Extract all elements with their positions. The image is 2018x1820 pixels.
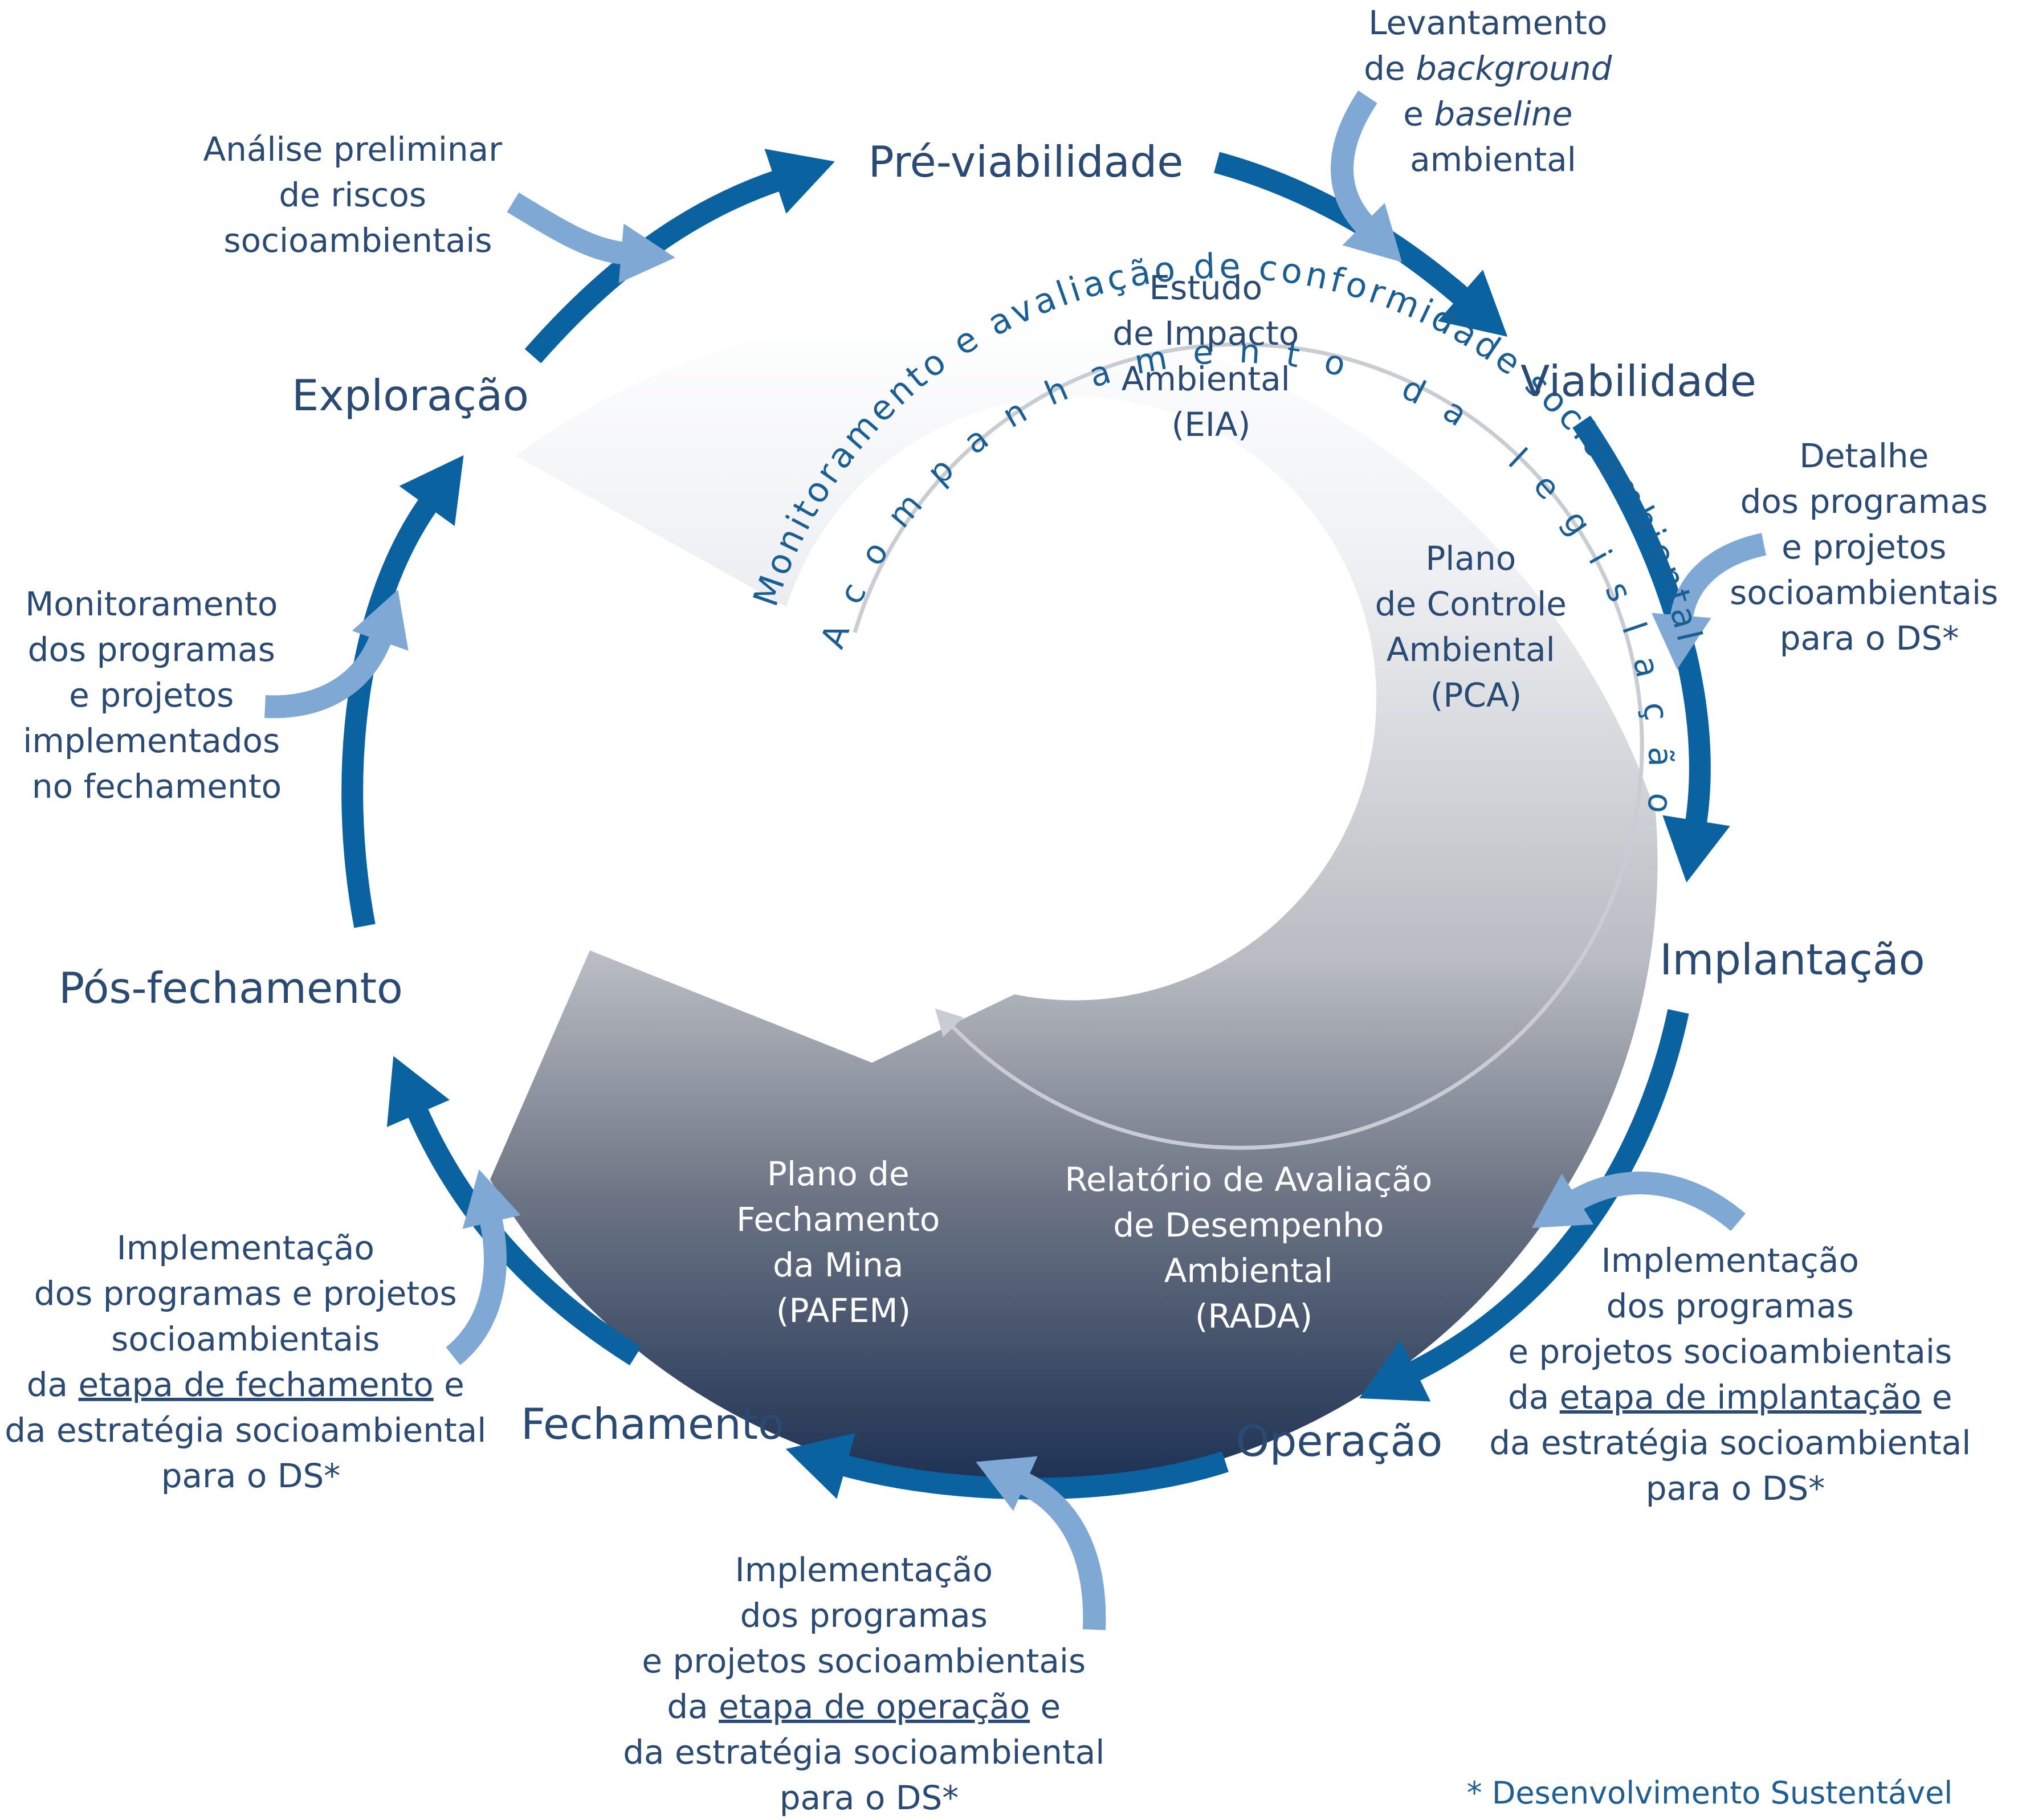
stage-exploracao: Exploração <box>292 370 529 421</box>
stage-fechamento: Fechamento <box>521 1399 784 1449</box>
stage-implantacao: Implantação <box>1660 935 1925 985</box>
doc-pafem: Plano de Fechamento da Mina (PAFEM) <box>736 1154 951 1330</box>
stage-viabilidade: Viabilidade <box>1520 356 1756 406</box>
input-arrow-monitoramento <box>264 589 409 719</box>
note-detalhe: Detalhe dos programas e projetos socioam… <box>1730 436 2009 658</box>
input-arrow-impl-operacao <box>976 1456 1106 1630</box>
input-arrow-impl-implantacao <box>1531 1172 1746 1231</box>
stage-operacao: Operação <box>1236 1416 1443 1466</box>
note-monitoramento: Monitoramento dos programas e projetos i… <box>23 585 290 806</box>
input-arrow-analise <box>507 192 675 283</box>
arrow-implantacao-to-operacao <box>1359 1009 1689 1402</box>
footnote: * Desenvolvimento Sustentável <box>1467 1775 1953 1811</box>
note-impl-operacao: Implementação dos programas e projetos s… <box>623 1550 1115 1817</box>
doc-pca: Plano de Controle Ambiental (PCA) <box>1375 539 1577 715</box>
input-arrow-levantamento <box>1331 90 1403 263</box>
gradient-band <box>490 312 1658 1489</box>
input-arrows <box>264 90 1767 1630</box>
input-arrow-impl-fechamento <box>446 1169 521 1365</box>
stage-pre-viabilidade: Pré-viabilidade <box>869 137 1184 187</box>
arrow-exploracao-to-pre-viabilidade <box>524 149 835 364</box>
stage-pos-fechamento: Pós-fechamento <box>59 963 403 1013</box>
doc-eia: Estudo de Impacto Ambiental (EIA) <box>1112 268 1309 444</box>
note-analise: Análise preliminar de riscos socioambien… <box>203 130 512 260</box>
input-arrow-detalhe <box>1652 533 1767 670</box>
note-impl-implantacao: Implementação dos programas e projetos s… <box>1489 1241 1982 1508</box>
arrow-pos-fechamento-to-exploracao <box>341 455 464 928</box>
doc-rada: Relatório de Avaliação de Desempenho Amb… <box>1065 1160 1442 1336</box>
note-levantamento: Levantamento de background e baseline am… <box>1364 3 1622 179</box>
note-impl-fechamento: Implementação dos programas e projetos s… <box>5 1229 497 1495</box>
inner-cycle-arrow <box>853 342 1644 1150</box>
